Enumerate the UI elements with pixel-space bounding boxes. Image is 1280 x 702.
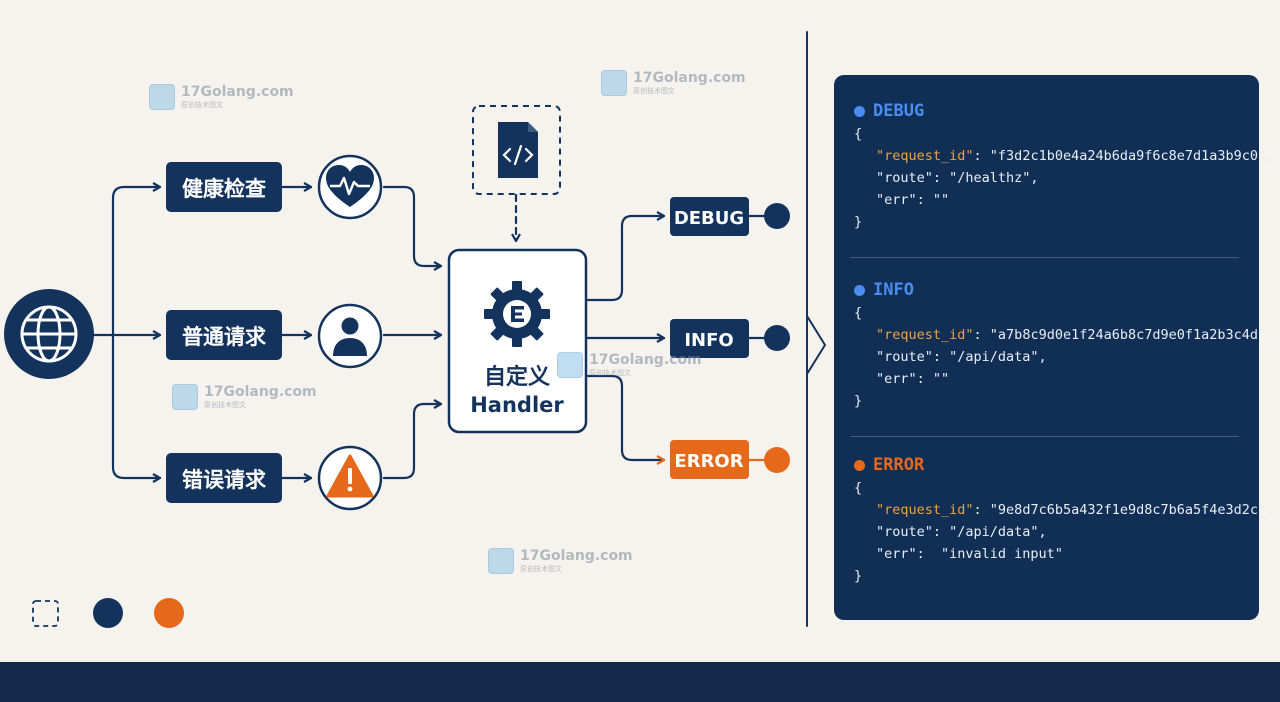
legend-dashed-box	[32, 600, 59, 627]
gear-e-icon	[484, 281, 550, 347]
log-info-request-id-key: "request_id"	[876, 327, 974, 343]
log-debug-request-id-key: "request_id"	[876, 148, 974, 164]
level-debug-label: DEBUG	[674, 208, 744, 229]
globe-icon	[20, 305, 78, 363]
heart-pulse-icon	[326, 165, 374, 207]
log-error-request-id-key: "request_id"	[876, 502, 974, 518]
watermark-text: 17Golang.com	[181, 84, 294, 100]
log-debug-label: DEBUG	[873, 101, 925, 121]
log-info-close: }	[854, 393, 863, 409]
watermark-subtext: 原创技术图文	[181, 101, 223, 109]
log-debug-dot	[854, 105, 865, 117]
level-error: ERROR	[670, 440, 790, 479]
log-entry-error: ERROR { "request_id": "9e8d7c6b5a432f1e9…	[854, 453, 1274, 587]
code-file-icon	[498, 122, 538, 178]
level-error-label: ERROR	[674, 451, 743, 472]
watermark-subtext: 原创技术图文	[589, 369, 631, 377]
legend	[32, 598, 184, 628]
log-error-close: }	[854, 568, 863, 584]
log-entry-info: INFO { "request_id": "a7b8c9d0e1f24a6b8c…	[854, 278, 1274, 412]
log-error-err: "err": "invalid input"	[876, 546, 1063, 562]
connectors	[90, 31, 826, 627]
log-info-request-id-value: : "a7b8c9d0e1f24a6b8c7d9e0f1a2b3c4d",	[973, 327, 1275, 343]
watermark-text: 17Golang.com	[633, 70, 746, 86]
divider-chevron	[806, 315, 826, 375]
legend-navy-dot	[93, 598, 123, 628]
heart-pulse-node	[317, 154, 383, 220]
level-info: INFO	[670, 319, 790, 358]
source-health-label: 健康检查	[182, 177, 266, 201]
level-debug-dot	[764, 203, 790, 229]
log-debug-open: {	[854, 126, 863, 142]
globe-node	[4, 289, 94, 379]
log-info-err: "err": ""	[876, 371, 950, 387]
log-info-label: INFO	[873, 280, 914, 300]
source-error-label: 错误请求	[182, 468, 266, 492]
edge-handler-error	[586, 374, 666, 465]
log-debug-header: DEBUG	[854, 99, 1274, 123]
watermark-logo-icon	[149, 84, 175, 110]
log-debug-close: }	[854, 214, 863, 230]
source-health: 健康检查	[166, 162, 282, 212]
log-info-open: {	[854, 305, 863, 321]
handler-node: 自定义 Handler	[447, 248, 588, 434]
user-icon	[333, 317, 367, 356]
watermark-text: 17Golang.com	[589, 352, 702, 368]
log-debug-request-id: "request_id": "f3d2c1b0e4a24b6da9f6c8e7d…	[854, 145, 1274, 167]
level-info-label: INFO	[684, 330, 733, 351]
watermark-logo-icon	[488, 548, 514, 574]
handler-title-cn: 自定义	[484, 364, 550, 390]
log-debug-err: "err": ""	[876, 192, 950, 208]
source-normal-label: 普通请求	[182, 325, 266, 349]
level-debug: DEBUG	[670, 197, 790, 236]
watermark-text: 17Golang.com	[204, 384, 317, 400]
warning-node	[317, 445, 383, 511]
log-info-dot	[854, 284, 865, 296]
log-entry-debug: DEBUG { "request_id": "f3d2c1b0e4a24b6da…	[854, 99, 1274, 233]
log-error-open: {	[854, 480, 863, 496]
log-error-request-id-value: : "9e8d7c6b5a432f1e9d8c7b6a5f4e3d2c",	[973, 502, 1275, 518]
handler-title-en: Handler	[470, 393, 564, 417]
log-separator	[850, 436, 1239, 437]
source-normal: 普通请求	[166, 310, 282, 360]
watermark-logo-icon	[172, 384, 198, 410]
log-error-header: ERROR	[854, 453, 1274, 477]
edge-globe-error	[111, 333, 162, 483]
watermark-subtext: 原创技术图文	[204, 401, 246, 409]
watermark-logo-icon	[601, 70, 627, 96]
level-error-dot	[764, 447, 790, 473]
edge-warning-handler	[382, 399, 443, 480]
watermark-subtext: 原创技术图文	[633, 87, 675, 95]
source-error: 错误请求	[166, 453, 282, 503]
watermark-subtext: 原创技术图文	[520, 565, 562, 573]
log-output-panel: DEBUG { "request_id": "f3d2c1b0e4a24b6da…	[834, 75, 1274, 620]
log-debug-request-id-value: : "f3d2c1b0e4a24b6da9f6c8e7d1a3b9c0",	[973, 148, 1275, 164]
log-info-request-id: "request_id": "a7b8c9d0e1f24a6b8c7d9e0f1…	[854, 324, 1274, 346]
watermark-text: 17Golang.com	[520, 548, 633, 564]
warning-icon	[326, 454, 374, 498]
watermark-logo-icon	[557, 352, 583, 378]
config-node	[472, 105, 561, 195]
log-separator	[850, 257, 1239, 258]
log-error-label: ERROR	[873, 455, 925, 475]
log-info-route: "route": "/api/data",	[876, 349, 1047, 365]
user-node	[317, 303, 383, 369]
log-error-route: "route": "/api/data",	[876, 524, 1047, 540]
log-error-dot	[854, 459, 865, 471]
log-debug-route: "route": "/healthz",	[876, 170, 1039, 186]
legend-orange-dot	[154, 598, 184, 628]
edge-globe-health	[111, 182, 162, 337]
log-info-header: INFO	[854, 278, 1274, 302]
log-error-request-id: "request_id": "9e8d7c6b5a432f1e9d8c7b6a5…	[854, 499, 1274, 521]
edge-handler-debug	[586, 211, 666, 302]
level-info-dot	[764, 325, 790, 351]
edge-heart-handler	[382, 185, 443, 271]
footer-band	[0, 662, 1280, 702]
